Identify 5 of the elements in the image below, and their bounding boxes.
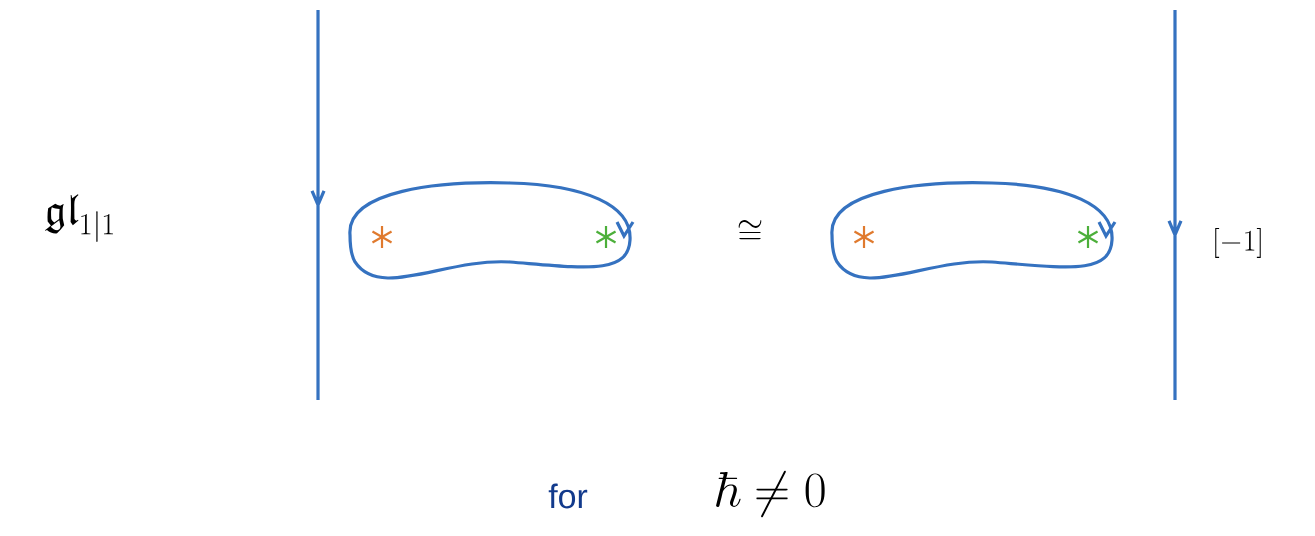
shift-label: $[-1]$ <box>1215 228 1261 258</box>
condition-formula: $\hbar \neq 0$ <box>716 470 825 518</box>
algebra-label: $\mathfrak{gl}_{1|1}$ <box>44 194 113 242</box>
isomorphism-symbol: $\cong$ <box>738 220 762 240</box>
caption-word: for <box>548 483 588 509</box>
